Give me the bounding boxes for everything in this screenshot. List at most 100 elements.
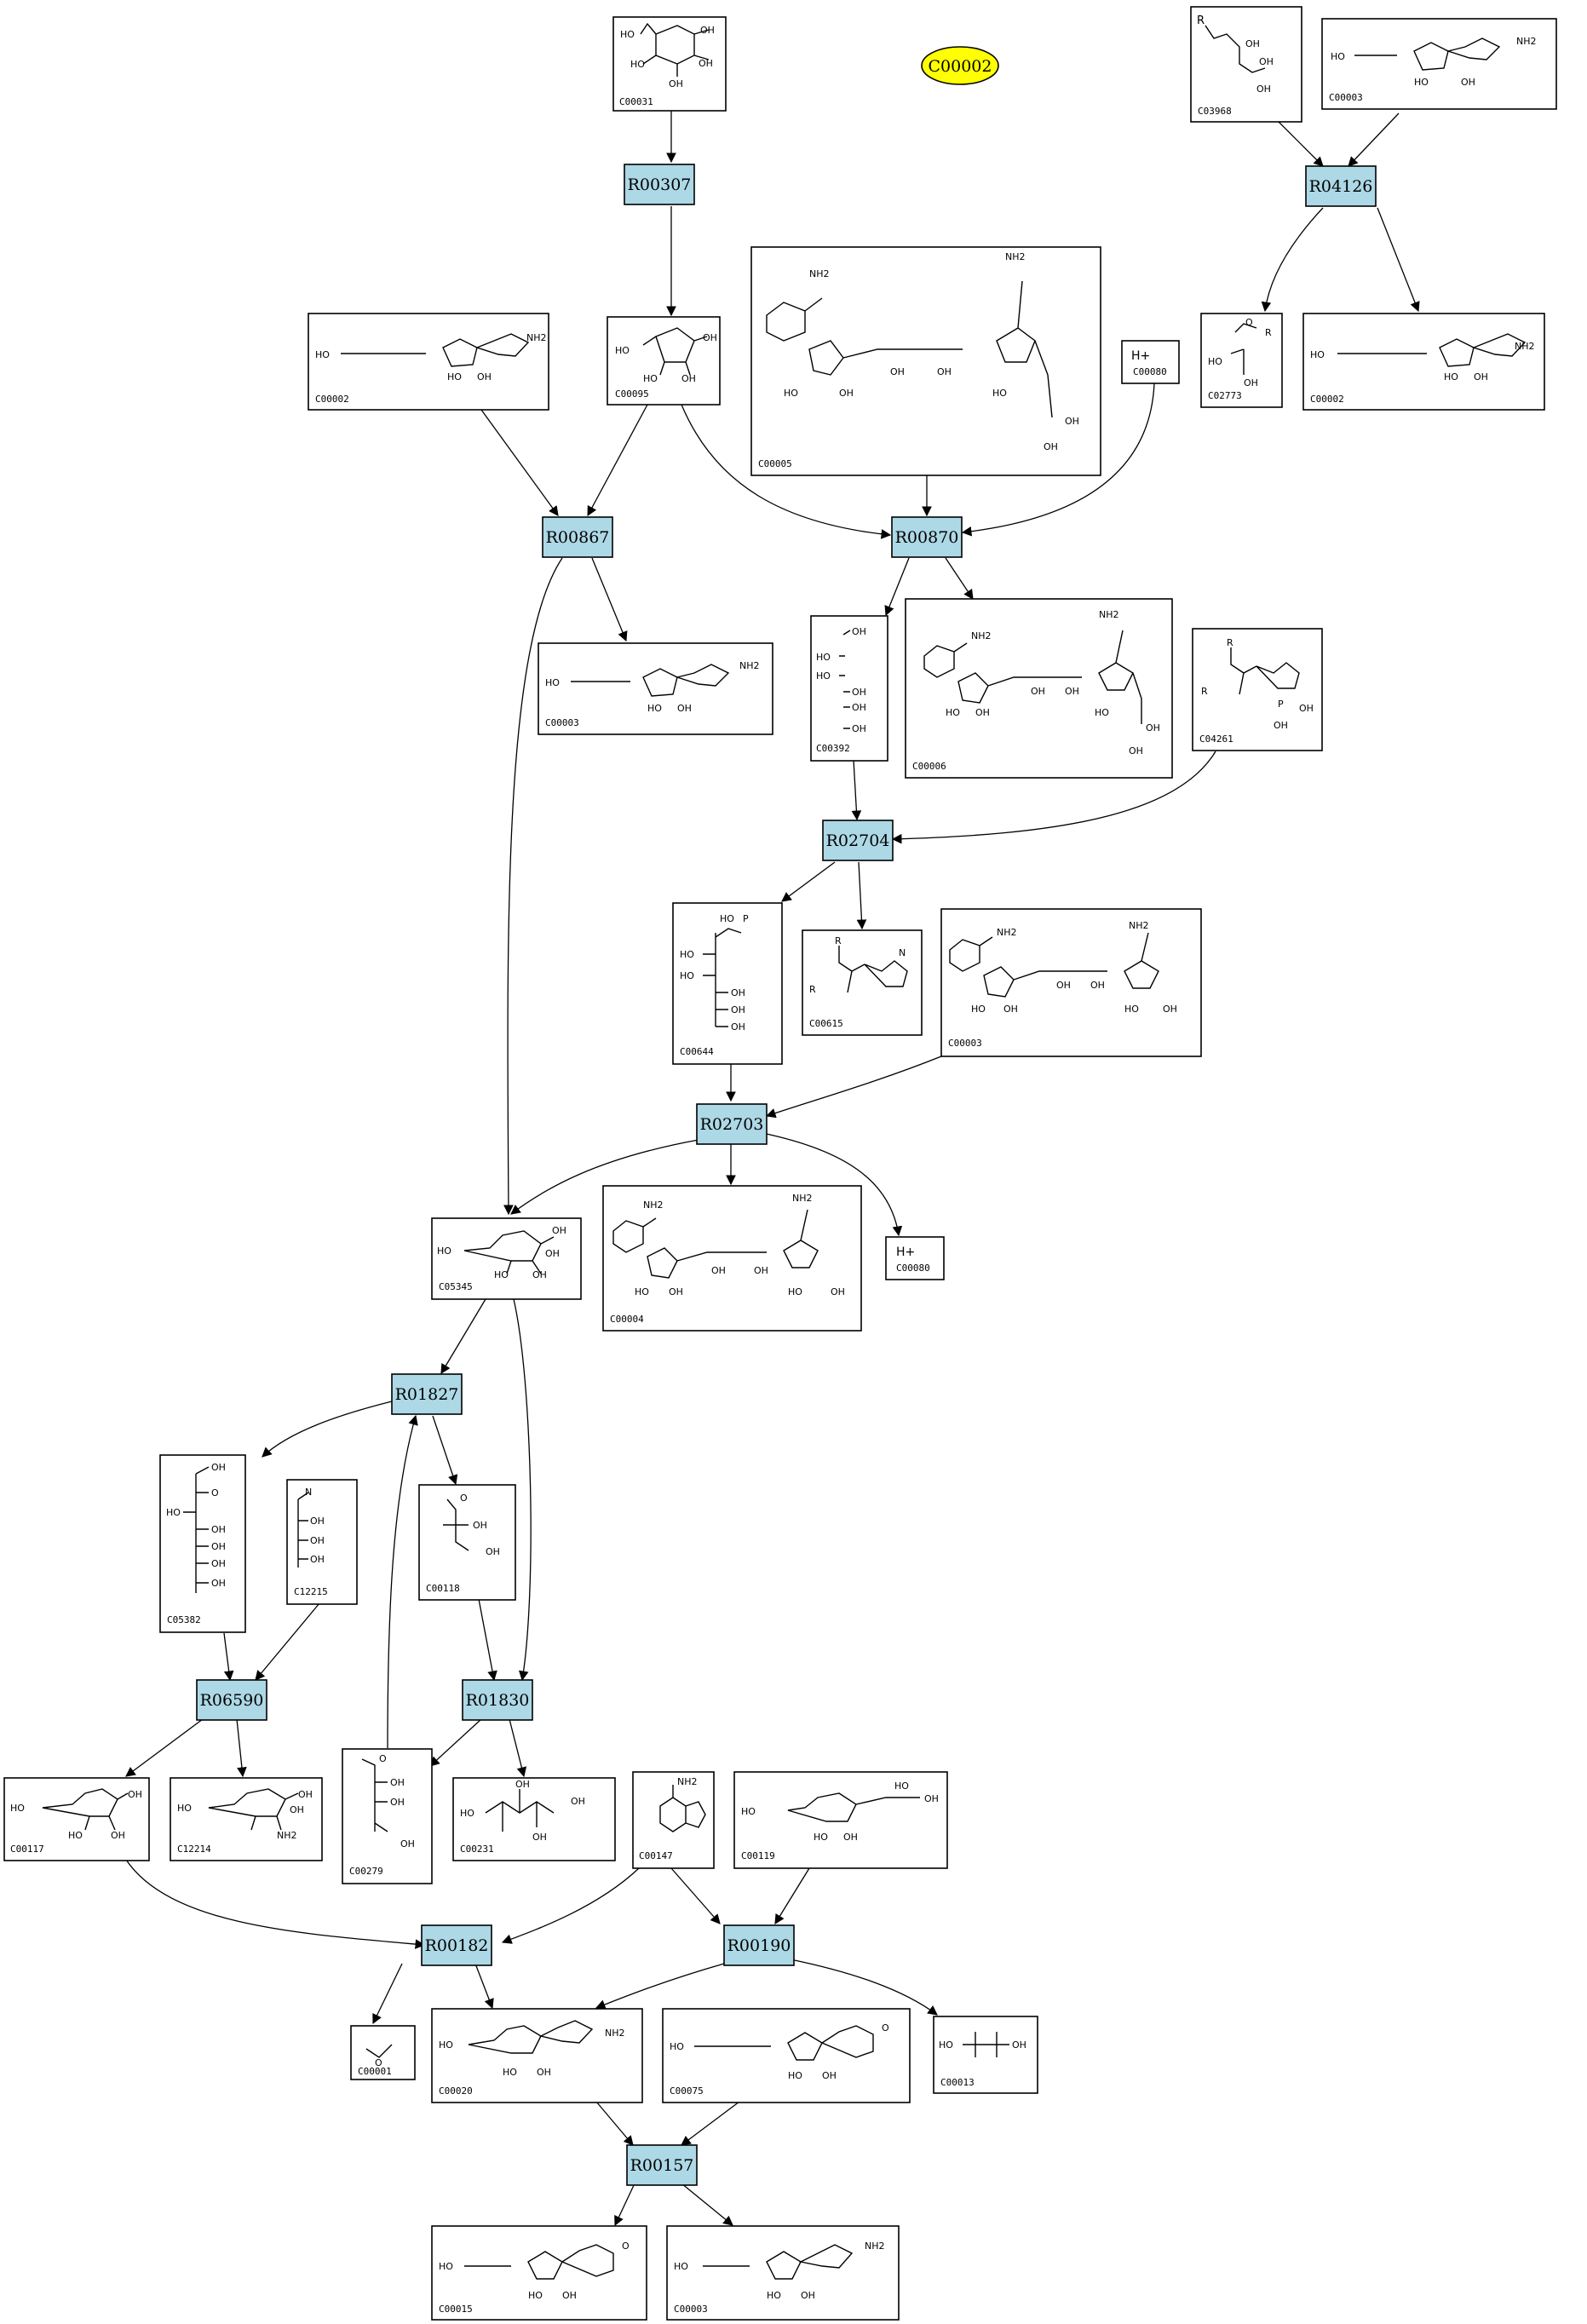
reaction-r01830[interactable]: R01830 bbox=[462, 1679, 533, 1721]
edge-c00075-r00157 bbox=[681, 2101, 740, 2146]
reaction-r02704[interactable]: R02704 bbox=[822, 820, 894, 861]
reaction-label: R00157 bbox=[630, 2156, 694, 2175]
edge-c00279-r01827 bbox=[387, 1414, 418, 1749]
atom-label: HO bbox=[439, 2261, 453, 2272]
compound-c00080-top[interactable]: H+ C00080 bbox=[1121, 340, 1180, 384]
edge-r00190-c00013 bbox=[790, 1959, 938, 2016]
structure-nadp: NH2 NH2 HO OH OH OH HO OH OH bbox=[923, 609, 1160, 756]
reaction-r06590[interactable]: R06590 bbox=[196, 1679, 267, 1721]
atom-label: OH bbox=[731, 1021, 745, 1033]
atom-label: O bbox=[211, 1487, 219, 1499]
oh-label: OH bbox=[1259, 56, 1274, 67]
atom-label: HO bbox=[971, 1004, 986, 1015]
highlight-node[interactable]: C00002 bbox=[921, 46, 999, 85]
compound-c00001[interactable]: O C00001 bbox=[350, 2025, 416, 2080]
compound-c00392[interactable]: OH HO HO OH OH OH C00392 bbox=[810, 615, 888, 762]
atom-label: OH bbox=[477, 371, 492, 383]
reaction-label: R04126 bbox=[1309, 177, 1373, 196]
edge-c00147-r00190 bbox=[670, 1867, 721, 1924]
atom-label: NH2 bbox=[1099, 609, 1119, 620]
edge-c00147-r00182 bbox=[501, 1867, 640, 1944]
compound-c00004[interactable]: NH2 NH2 HO OH OH OH HO OH C00004 bbox=[602, 1185, 862, 1332]
reaction-r00182[interactable]: R00182 bbox=[421, 1924, 492, 1966]
compound-c00003-right[interactable]: NH2 NH2 HO OH OH OH HO OH C00003 bbox=[940, 908, 1202, 1057]
compound-c00080-mid[interactable]: H+ C00080 bbox=[885, 1236, 945, 1280]
compound-c12215[interactable]: N OH OH OH C12215 bbox=[286, 1479, 358, 1605]
compound-c00003-top[interactable]: HO NH2 HO OH C00003 bbox=[1321, 18, 1557, 110]
compound-c00006[interactable]: NH2 NH2 HO OH OH OH HO OH OH C00006 bbox=[905, 598, 1173, 779]
reaction-r00307[interactable]: R00307 bbox=[624, 164, 695, 205]
compound-c02773[interactable]: O R HO OH C02773 bbox=[1200, 313, 1283, 408]
atom-label: OH bbox=[852, 687, 866, 698]
compound-c03968[interactable]: R OH OH OH C03968 bbox=[1190, 6, 1302, 123]
compound-c00075[interactable]: HO O HO OH C00075 bbox=[662, 2008, 911, 2103]
compound-id: C00279 bbox=[349, 1866, 383, 1877]
edge-r00190-c00020 bbox=[595, 1963, 725, 2010]
compound-c00279[interactable]: O OH OH OH C00279 bbox=[342, 1748, 433, 1884]
atom-label: HO bbox=[494, 1269, 509, 1280]
compound-c00003-bottom[interactable]: HO NH2 HO OH C00003 bbox=[666, 2225, 900, 2321]
compound-c12214[interactable]: HO OH OH NH2 C12214 bbox=[170, 1777, 323, 1861]
atom-label: OH bbox=[703, 332, 717, 343]
structure-nadh: NH2 NH2 HO OH OH OH HO OH bbox=[612, 1193, 845, 1297]
atom-label: OH bbox=[731, 1004, 745, 1015]
atom-label: HO bbox=[437, 1245, 451, 1257]
reaction-r00157[interactable]: R00157 bbox=[626, 2144, 698, 2186]
edge-r01827-c00118 bbox=[432, 1415, 458, 1486]
compound-c00147[interactable]: NH2 C00147 bbox=[632, 1771, 715, 1869]
compound-c00615[interactable]: R R N C00615 bbox=[802, 929, 923, 1036]
highlight-ellipse[interactable] bbox=[921, 46, 999, 85]
compound-c00005[interactable]: NH2 NH2 HO OH OH OH HO OH OH C00005 bbox=[750, 246, 1101, 476]
compound-c05345[interactable]: HO OH OH HO OH C05345 bbox=[431, 1217, 582, 1300]
compound-c00031[interactable]: HO OH HO OH OH C00031 bbox=[612, 16, 727, 112]
atom-label: NH2 bbox=[1515, 341, 1535, 352]
compound-c00020[interactable]: HO NH2 HO OH C00020 bbox=[431, 2008, 643, 2103]
compound-c00013[interactable]: HO OH C00013 bbox=[933, 2016, 1038, 2094]
atom-label: HO bbox=[10, 1803, 25, 1814]
compound-c05382[interactable]: OH O HO OH OH OH OH C05382 bbox=[159, 1454, 246, 1633]
structure-nadph: NH2 NH2 HO OH OH OH HO OH OH bbox=[766, 251, 1079, 452]
reaction-r02703[interactable]: R02703 bbox=[696, 1103, 768, 1145]
compound-c00119[interactable]: HO HO OH HO OH C00119 bbox=[733, 1771, 948, 1869]
compound-c04261[interactable]: R R P OH OH C04261 bbox=[1192, 628, 1323, 751]
reaction-r00190[interactable]: R00190 bbox=[723, 1924, 795, 1966]
compound-c00118[interactable]: O OH OH C00118 bbox=[418, 1484, 516, 1601]
structure-amp: HO NH2 HO OH bbox=[439, 2020, 625, 2078]
atom-label: OH bbox=[711, 1265, 726, 1276]
compound-c00231[interactable]: HO OH OH OH C00231 bbox=[452, 1777, 616, 1861]
compound-c00095[interactable]: HO OH HO OH C00095 bbox=[607, 316, 721, 406]
atom-label: HO bbox=[643, 373, 658, 384]
structure-c05345: HO OH OH HO OH bbox=[437, 1225, 566, 1280]
reaction-r00867[interactable]: R00867 bbox=[542, 516, 613, 558]
compound-id: C12214 bbox=[177, 1844, 211, 1855]
highlight-label: C00002 bbox=[929, 57, 992, 76]
compound-c00003-mid[interactable]: HO NH2 HO OH C00003 bbox=[538, 642, 773, 735]
compound-c00002-right[interactable]: HO NH2 HO OH C00002 bbox=[1302, 313, 1545, 411]
atom-label: NH2 bbox=[605, 2028, 625, 2039]
oh-label: OH bbox=[700, 25, 715, 36]
compound-c00117[interactable]: HO OH HO OH C00117 bbox=[3, 1777, 150, 1861]
atom-label: OH bbox=[298, 1789, 313, 1800]
compound-c00644[interactable]: HO P HO HO OH OH OH C00644 bbox=[672, 902, 783, 1065]
atom-label: HO bbox=[1310, 349, 1325, 360]
atom-label: OH bbox=[128, 1789, 142, 1800]
atom-label: OH bbox=[1244, 377, 1258, 388]
reaction-r01827[interactable]: R01827 bbox=[391, 1373, 463, 1415]
oh-label: HO bbox=[620, 29, 635, 40]
structure-c00615: R R N bbox=[809, 935, 908, 995]
atom-label: O bbox=[375, 2057, 382, 2068]
compound-id: C03968 bbox=[1198, 106, 1232, 117]
reaction-r04126[interactable]: R04126 bbox=[1305, 165, 1377, 207]
atom-label: OH bbox=[211, 1541, 226, 1552]
atom-label: OH bbox=[111, 1830, 125, 1841]
compound-c00002-left[interactable]: HO NH2 HO OH C00002 bbox=[308, 313, 549, 411]
atom-label: R bbox=[835, 935, 842, 946]
reaction-r00870[interactable]: R00870 bbox=[891, 516, 963, 558]
compound-id: C00020 bbox=[439, 2085, 473, 2097]
atom-label: OH bbox=[822, 2070, 837, 2081]
atom-label: OH bbox=[975, 707, 990, 718]
edge-c00119-r00190 bbox=[774, 1867, 810, 1924]
h-plus-label: H+ bbox=[1131, 349, 1150, 363]
compound-c00015[interactable]: HO O HO OH C00015 bbox=[431, 2225, 647, 2321]
atom-label: OH bbox=[211, 1524, 226, 1535]
